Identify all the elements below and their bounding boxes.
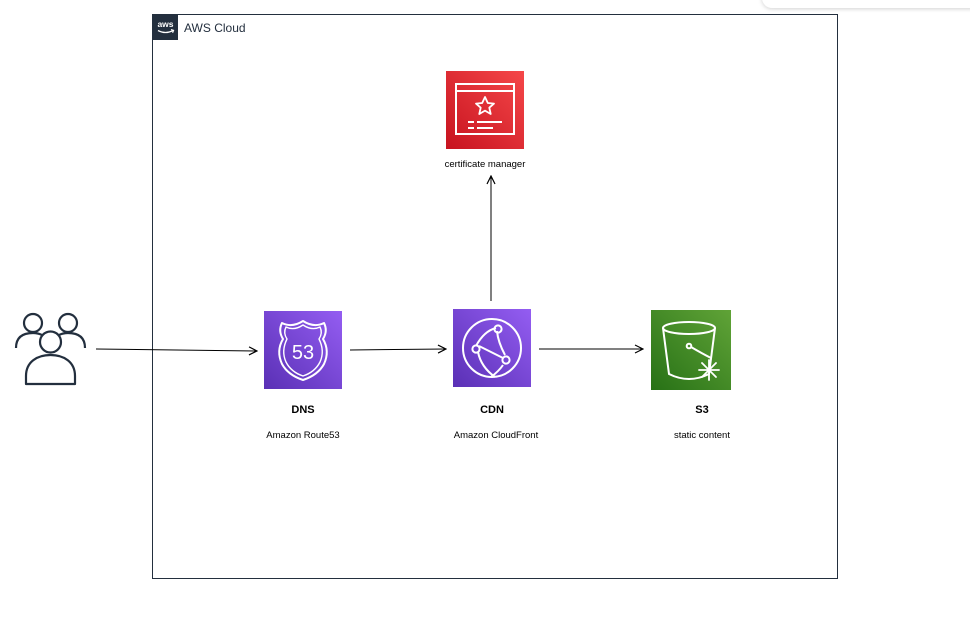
cloudfront-title: CDN	[480, 404, 504, 416]
route53-subtitle: Amazon Route53	[266, 430, 340, 441]
s3-subtitle: static content	[674, 430, 730, 441]
cloudfront-subtitle: Amazon CloudFront	[453, 430, 539, 441]
route53-shield-text: 53	[292, 342, 314, 364]
cloudfront-icon[interactable]	[453, 309, 531, 387]
aws-cloud-label: AWS Cloud	[184, 21, 246, 35]
users-icon[interactable]	[10, 308, 90, 393]
certificate-manager-label: certificate manager	[444, 159, 526, 170]
s3-title: S3	[695, 404, 709, 416]
svg-text:aws: aws	[157, 19, 173, 29]
toolbar-pill	[762, 0, 970, 8]
aws-cloud-group: aws AWS Cloud	[152, 14, 838, 579]
certificate-manager-icon[interactable]	[446, 71, 524, 149]
route53-title: DNS	[291, 404, 315, 416]
aws-logo-icon: aws	[153, 15, 178, 40]
s3-bucket-icon[interactable]	[651, 310, 731, 390]
route53-icon[interactable]: 53	[264, 311, 342, 389]
edge-users-route53[interactable]	[95, 349, 257, 351]
edge-route53-cloudfront[interactable]	[349, 349, 446, 350]
